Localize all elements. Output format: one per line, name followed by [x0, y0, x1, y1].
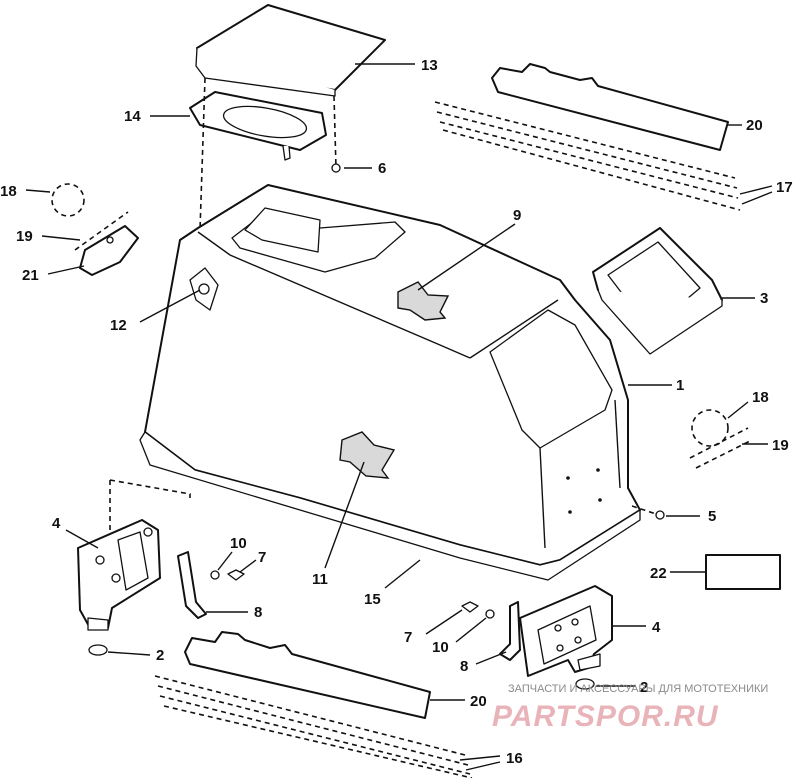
callout-4-right: 4	[652, 619, 661, 636]
callout-8: 8	[254, 604, 262, 621]
part-6-screw	[331, 163, 372, 173]
callout-13: 13	[421, 57, 438, 74]
callout-22: 22	[650, 565, 667, 582]
part-7-bolt-left	[227, 559, 257, 581]
part-18-grommet-left	[25, 183, 85, 217]
callout-8-right: 8	[460, 658, 468, 675]
callout-21: 21	[22, 267, 39, 284]
part-2-pad-left	[88, 644, 151, 656]
part-10-washer-left	[210, 551, 233, 580]
part-19-strip-right	[689, 427, 768, 469]
alignment-line	[199, 77, 206, 231]
part-13-top-cover	[195, 4, 415, 97]
part-16-seal-dashed	[154, 675, 501, 779]
callout-4: 4	[52, 515, 61, 532]
part-20-seal-strip-lower	[184, 631, 465, 719]
part-20-seal-strip-upper	[491, 63, 742, 151]
callout-17: 17	[776, 179, 793, 196]
callout-6: 6	[378, 160, 386, 177]
callout-7: 7	[258, 549, 266, 566]
part-2-pad-right	[575, 678, 636, 690]
callout-2-right: 2	[640, 679, 648, 696]
part-1-cowl	[139, 184, 672, 581]
leader-15	[384, 559, 421, 589]
callout-20: 20	[746, 117, 763, 134]
callout-16: 16	[506, 750, 523, 767]
alignment-line	[109, 479, 191, 498]
callout-14: 14	[124, 108, 141, 125]
part-4-mount-left	[65, 519, 161, 631]
callout-18: 18	[0, 183, 17, 200]
part-18-grommet-right	[691, 401, 749, 447]
callout-20-lower: 20	[470, 693, 487, 710]
callout-19: 19	[16, 228, 33, 245]
callout-1: 1	[676, 377, 684, 394]
part-3-window-trim	[592, 227, 755, 355]
callout-3: 3	[760, 290, 768, 307]
part-8-link-left	[177, 551, 248, 619]
alignment-line	[333, 95, 337, 169]
part-9-decal	[397, 223, 516, 321]
callout-15: 15	[364, 591, 381, 608]
watermark: ЗАПЧАСТИ И АКСЕССУАРЫ ДЛЯ МОТОТЕХНИКИ PA…	[492, 683, 768, 733]
part-7-bolt-right	[425, 601, 479, 635]
callout-10-right: 10	[432, 639, 449, 656]
callout-18-right: 18	[752, 389, 769, 406]
part-14-seal	[150, 91, 327, 161]
watermark-brand: PARTSPOR.RU	[492, 700, 719, 733]
callout-19-right: 19	[772, 437, 789, 454]
callout-5: 5	[708, 508, 716, 525]
callout-labels: 13 14 6 20 17 18 9 19 21 3 12 1 18 19 5 …	[0, 57, 793, 767]
callout-12: 12	[110, 317, 127, 334]
part-10-washer-right	[455, 609, 495, 643]
part-22-label	[670, 554, 781, 590]
part-17-seal-dashed	[434, 101, 773, 211]
watermark-tagline: ЗАПЧАСТИ И АКСЕССУАРЫ ДЛЯ МОТОТЕХНИКИ	[508, 683, 768, 695]
callout-10: 10	[230, 535, 247, 552]
callout-2: 2	[156, 647, 164, 664]
part-8-link-right	[475, 601, 521, 665]
callout-11: 11	[312, 571, 328, 588]
part-11-decal	[324, 431, 396, 569]
callout-7-right: 7	[404, 629, 412, 646]
part-5-screw	[631, 505, 700, 520]
part-21-bracket-left	[41, 211, 139, 276]
callout-9: 9	[513, 207, 521, 224]
part-4-mount-right	[519, 585, 646, 677]
leader-12	[139, 289, 201, 323]
